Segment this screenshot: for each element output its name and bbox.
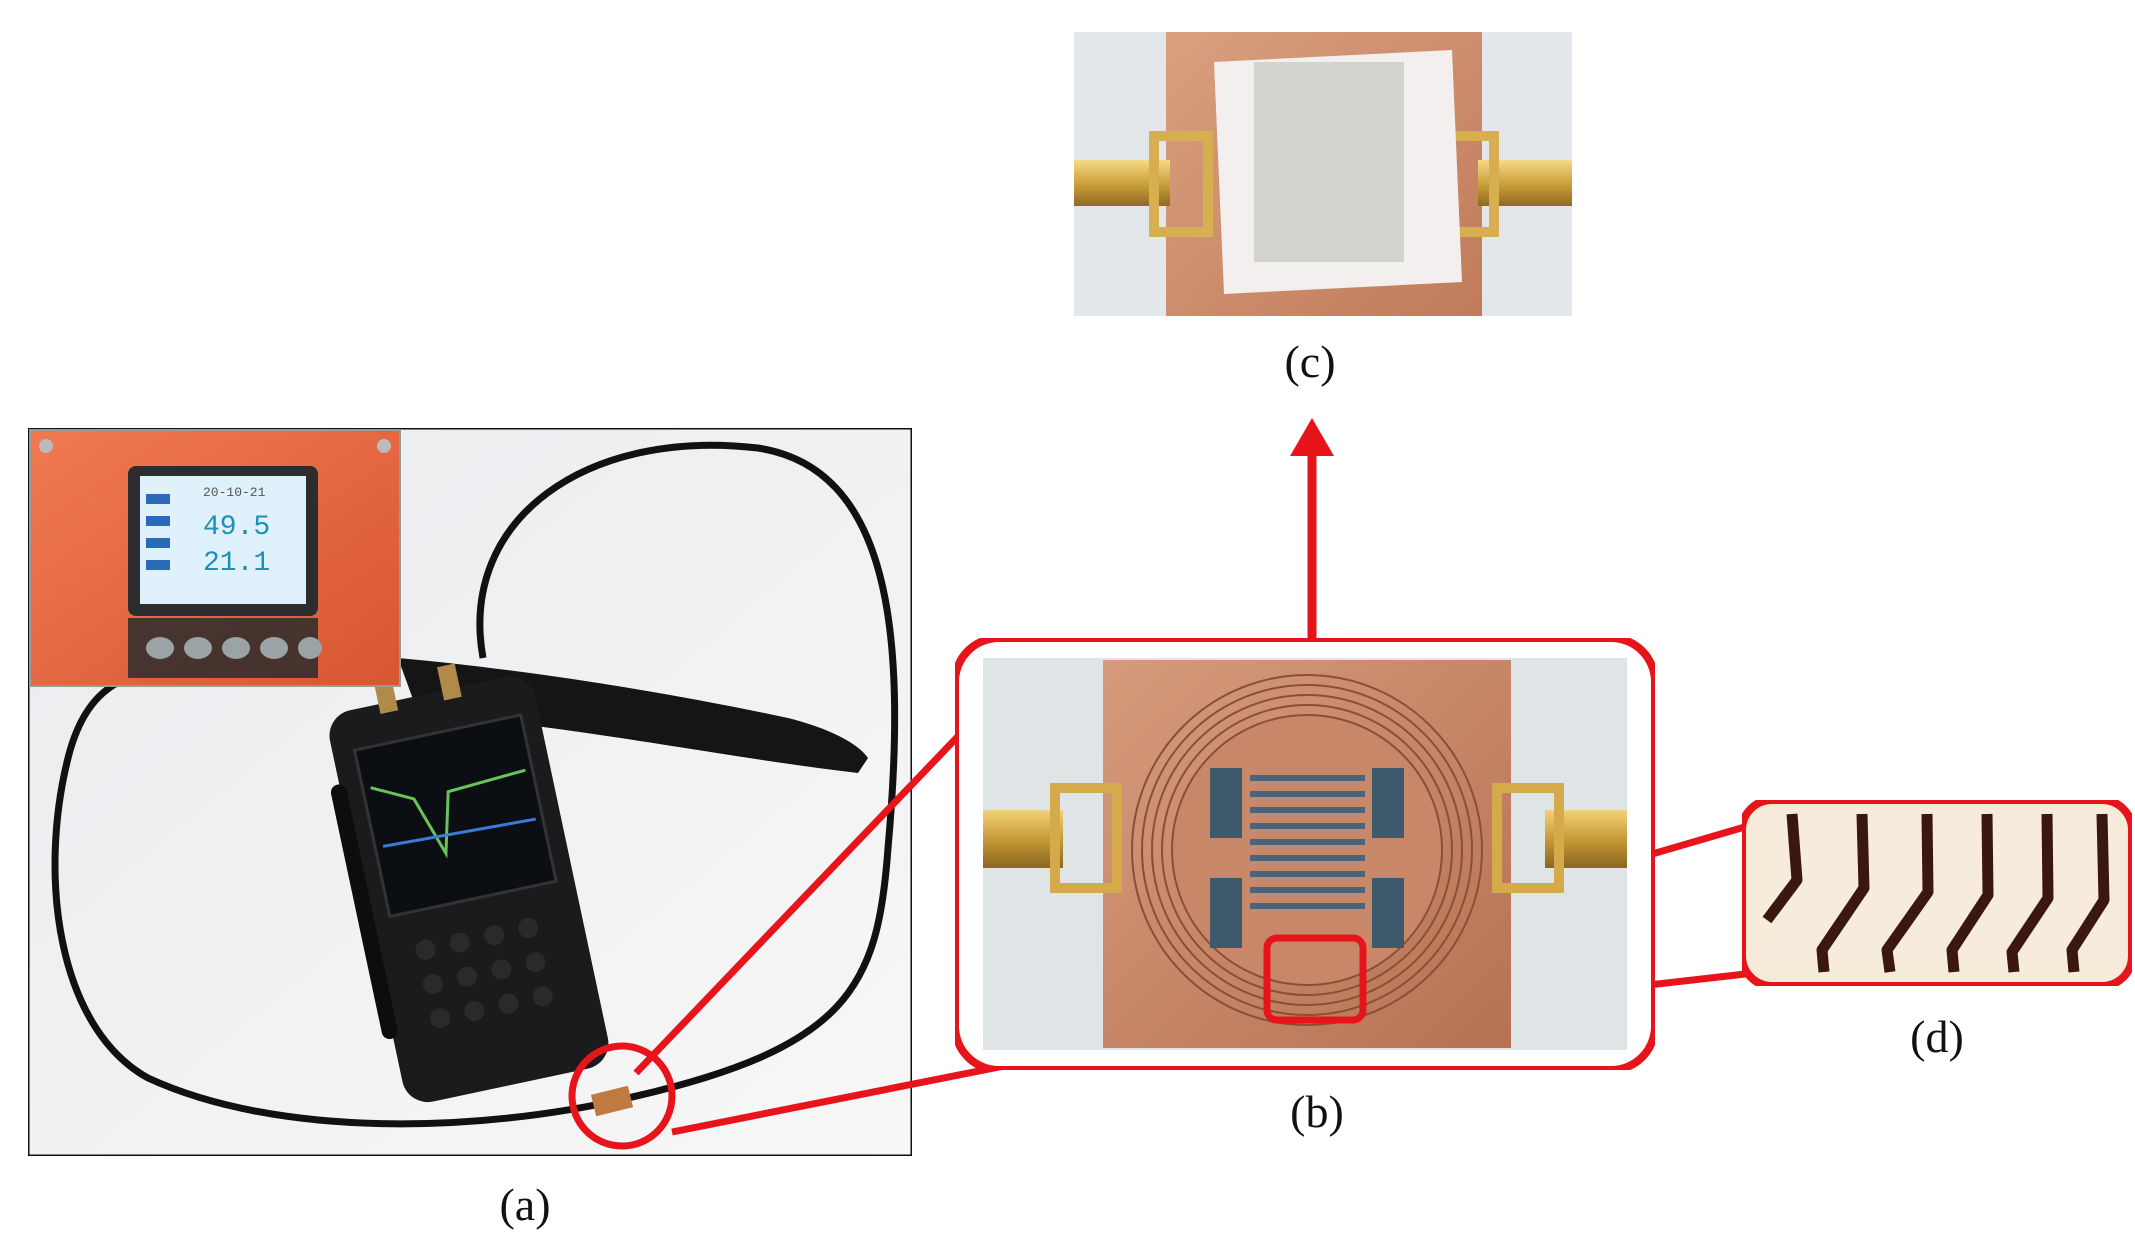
sma-connector-left [983,783,1122,893]
panel-a-photo: 20-10-21 49.5 21.1 [28,428,912,1156]
caption-c: (c) [1284,336,1336,387]
meter-date: 20-10-21 [203,485,266,500]
magnified-electrode-photo [1742,800,2132,986]
sensor-device-small [590,1085,634,1117]
meter-humidity: 49.5 [203,512,270,543]
panel-d-photo [1742,800,2132,986]
caption-b: (b) [1290,1086,1344,1137]
meter-inset: 20-10-21 49.5 21.1 [29,429,401,687]
meter-temperature: 21.1 [203,548,270,579]
zoom-circle-a [568,1042,676,1150]
sma-connector-right [1492,783,1627,893]
panel-b-photo [955,638,1655,1070]
network-analyzer [329,663,609,1103]
coax-cable [51,441,899,1128]
setup-photo: 20-10-21 49.5 21.1 [28,428,912,1156]
zoom-box-b [1263,934,1367,1024]
panel-c-photo [1074,32,1572,316]
coated-sensor-photo [1074,32,1572,316]
caption-a: (a) [499,1179,551,1230]
caption-d: (d) [1910,1011,1964,1062]
sensing-film [1254,62,1404,262]
sensor-board-photo [955,638,1655,1070]
sma-connector-left-c [1074,131,1213,237]
